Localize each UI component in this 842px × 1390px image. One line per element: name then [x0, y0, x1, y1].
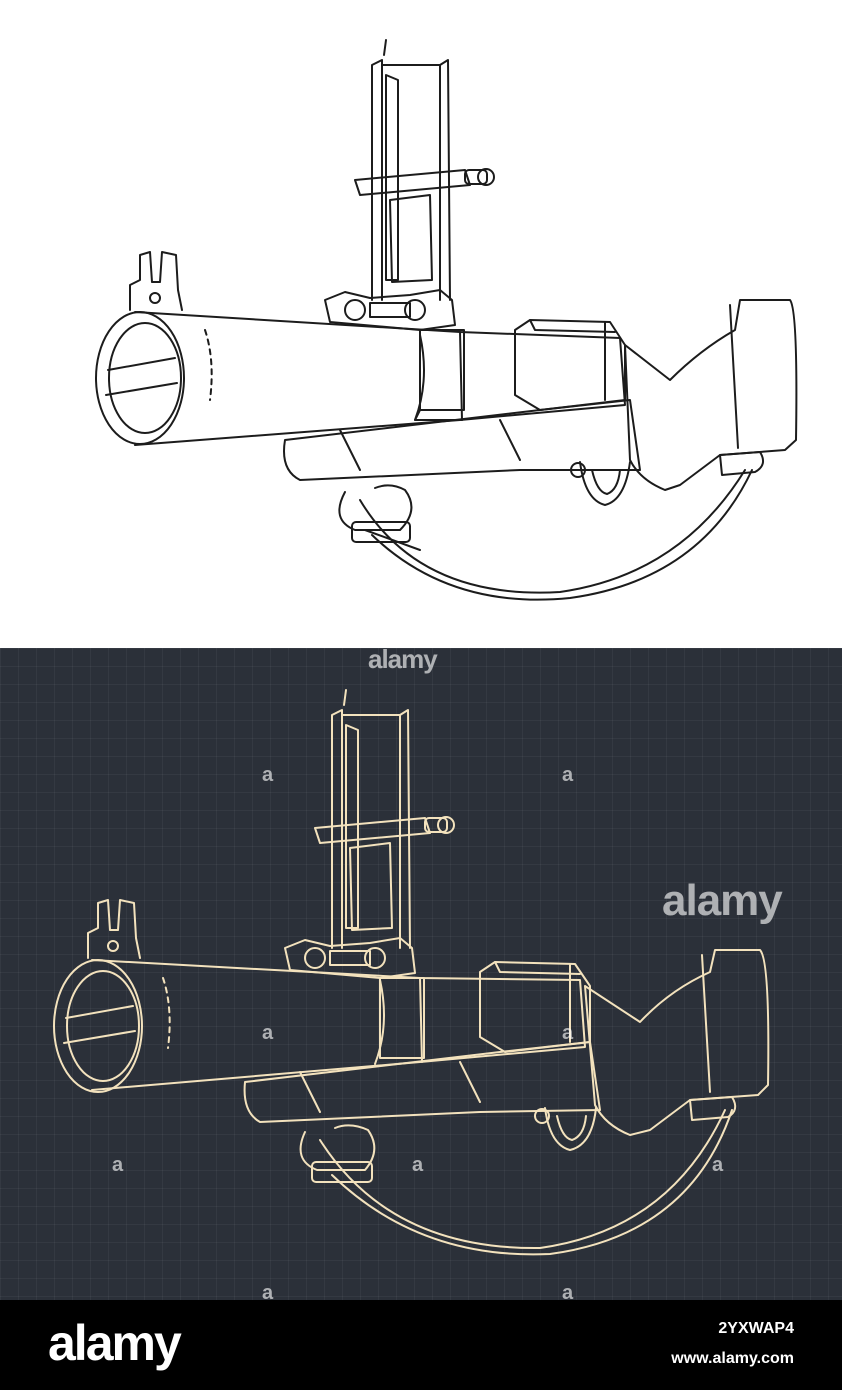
- watermark-a-9: a: [562, 1282, 573, 1300]
- line-drawing-panel: [0, 0, 842, 648]
- launcher-line-drawing: [95, 39, 798, 601]
- watermark-a-7: a: [712, 1154, 723, 1176]
- watermark-a-8: a: [262, 1282, 273, 1300]
- watermark-a-3: a: [262, 1022, 273, 1044]
- watermark-a-4: a: [562, 1022, 573, 1044]
- image-id: 2YXWAP4: [718, 1320, 794, 1337]
- watermark-a-5: a: [112, 1154, 123, 1176]
- watermark-a-6: a: [412, 1154, 423, 1176]
- blueprint-panel: alamy alamy a a a a a a a a a: [0, 648, 842, 1300]
- site-link[interactable]: www.alamy.com: [671, 1350, 794, 1367]
- watermark-main: alamy: [662, 876, 783, 925]
- watermark-top: alamy: [368, 648, 438, 674]
- watermark-a-1: a: [262, 764, 273, 786]
- stock-footer: alamy 2YXWAP4 www.alamy.com: [0, 1300, 842, 1390]
- launcher-blueprint-drawing: [53, 689, 770, 1256]
- footer-logo[interactable]: alamy: [48, 1315, 182, 1371]
- watermark-a-2: a: [562, 764, 573, 786]
